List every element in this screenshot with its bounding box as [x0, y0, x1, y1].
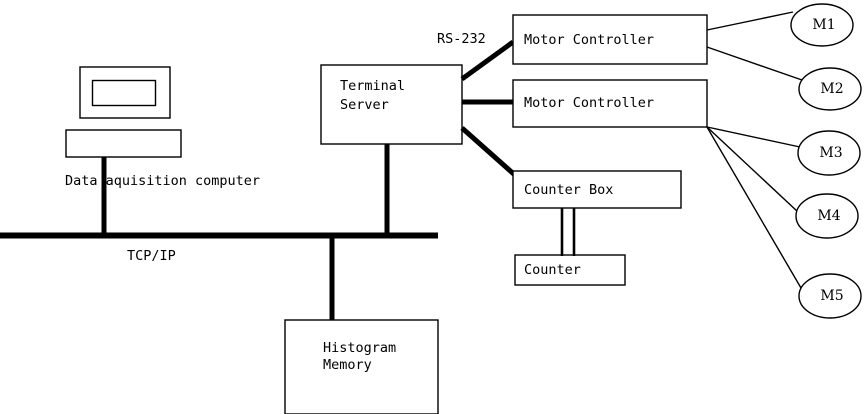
mc1-to-m1-link: [706, 11, 794, 31]
motor-controller-2-label: Motor Controller: [524, 95, 654, 111]
motor-1-ellipse: [790, 3, 854, 47]
motor-2-label: M2: [820, 81, 843, 97]
mc2-to-m4-link: [706, 126, 799, 213]
terminal-server-to-mc1-link: [460, 39, 515, 82]
motor-4-ellipse: [795, 193, 859, 239]
motor-4-label: M4: [817, 208, 840, 224]
motor-controller-1-label: Motor Controller: [524, 32, 654, 48]
motor-1-label: M1: [812, 17, 835, 33]
tcpip-label: TCP/IP: [127, 248, 176, 264]
motor-3-label: M3: [819, 145, 842, 161]
motor-3-ellipse: [797, 130, 861, 176]
monitor-screen: [91, 79, 157, 107]
motor-controller-1-box: [512, 14, 708, 65]
histogram-memory-label-line2: Memory: [323, 357, 372, 373]
terminal-server-label-line2: Server: [340, 97, 389, 113]
motor-5-label: M5: [820, 288, 843, 304]
terminal-server-box: [320, 64, 463, 145]
computer-caption-label: Data aquisition computer: [65, 173, 260, 189]
counter-box: [512, 170, 682, 209]
mc2-to-m3-link: [706, 126, 801, 148]
mc1-to-m2-link: [706, 46, 803, 81]
counter-box-label: Counter Box: [524, 182, 613, 198]
terminal-server-to-counter-box-link: [460, 126, 518, 178]
rs232-label: RS-232: [437, 31, 486, 47]
motor-5-ellipse: [798, 273, 862, 319]
histogram-memory-box: [284, 319, 439, 414]
computer-chassis: [65, 129, 182, 158]
motor-controller-2-box: [512, 79, 708, 128]
motor-2-ellipse: [798, 67, 862, 111]
counter-label: Counter: [524, 262, 581, 278]
terminal-server-label-line1: Terminal: [340, 78, 405, 94]
histogram-memory-label-line1: Histogram: [323, 340, 396, 356]
counter-box-device: [514, 254, 626, 286]
mc2-to-m5-link: [706, 126, 802, 289]
